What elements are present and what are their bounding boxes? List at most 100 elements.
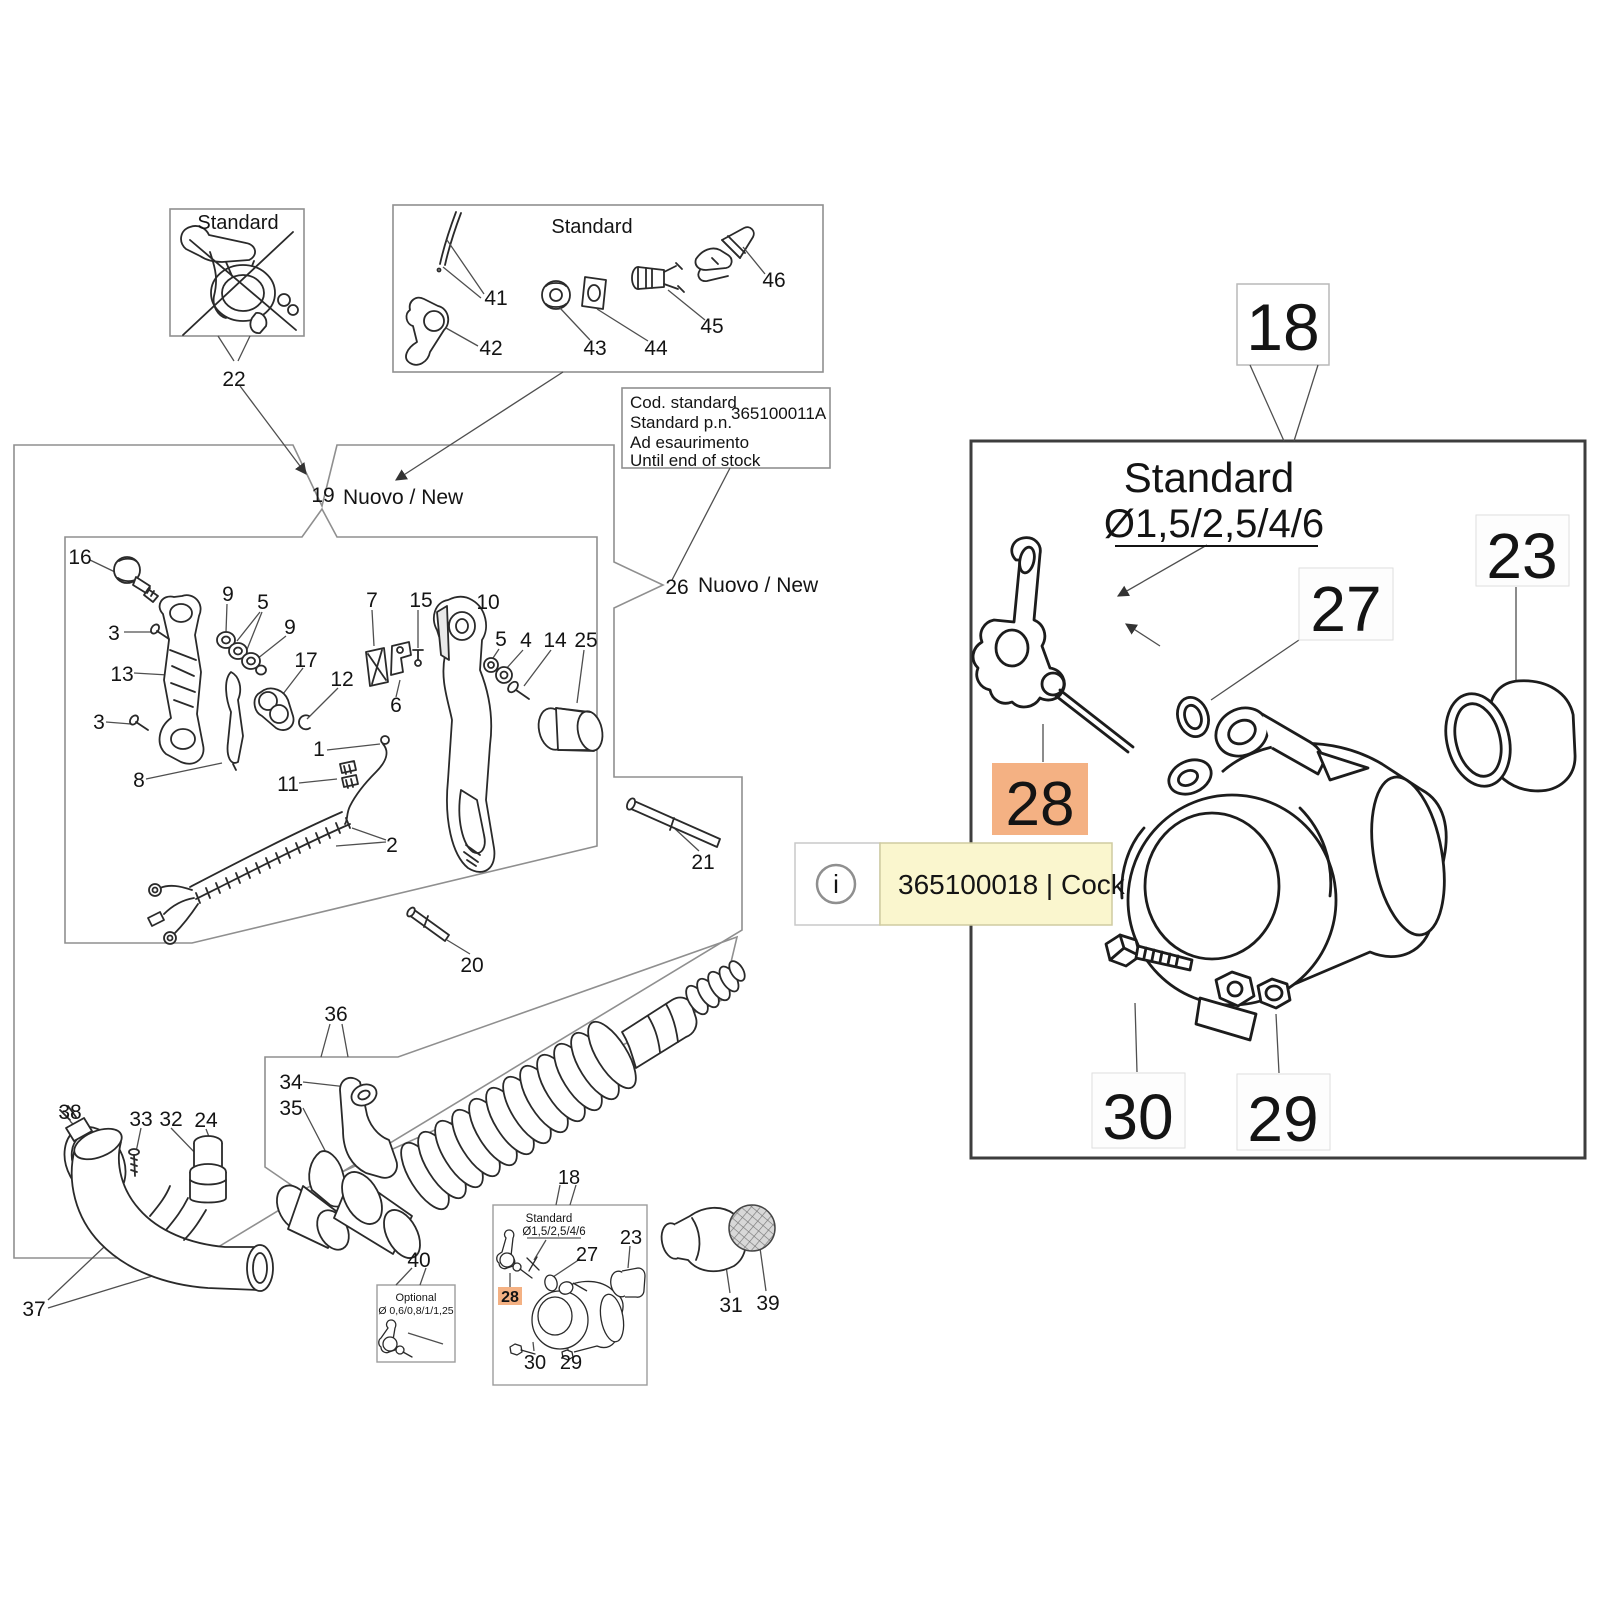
part-3b-drawing <box>129 714 149 731</box>
part-31-cone-drawing <box>660 1206 748 1273</box>
svg-text:16: 16 <box>68 546 91 569</box>
right-sizes: Ø1,5/2,5/4/6 <box>1104 502 1324 546</box>
code-note-box <box>621 387 831 469</box>
svg-text:Standard: Standard <box>526 1213 573 1225</box>
svg-text:30: 30 <box>524 1352 546 1374</box>
inner-parts-box <box>64 507 598 944</box>
cock-body-drawing <box>1120 679 1577 1042</box>
svg-text:12: 12 <box>330 668 353 691</box>
part-45-drawing <box>631 262 706 321</box>
svg-text:14: 14 <box>543 629 567 652</box>
svg-text:43: 43 <box>583 337 606 360</box>
svg-text:Ø1,5/2,5/4/6: Ø1,5/2,5/4/6 <box>522 1226 585 1238</box>
svg-text:30: 30 <box>1102 1081 1173 1153</box>
svg-text:41: 41 <box>484 287 507 310</box>
svg-text:Cod. standard: Cod. standard <box>630 393 737 412</box>
part-43-drawing <box>541 280 591 341</box>
part-44-drawing <box>581 276 649 342</box>
labels-small-box: 18 Standard Ø1,5/2,5/4/6 27 23 28 30 29 … <box>378 1167 642 1374</box>
mini-cock-drawing <box>496 1229 540 1279</box>
svg-text:32: 32 <box>159 1108 182 1131</box>
svg-text:7: 7 <box>366 589 378 612</box>
part-21-drawing <box>626 797 721 848</box>
info-icon[interactable]: i <box>815 863 857 905</box>
part-32-24-caps <box>189 1135 227 1204</box>
svg-text:8: 8 <box>133 769 145 792</box>
label-28: 28 <box>1006 770 1075 839</box>
part-15-drawing <box>412 649 424 667</box>
svg-text:21: 21 <box>691 851 714 874</box>
detail-box-large <box>969 439 1587 1160</box>
svg-text:42: 42 <box>479 337 502 360</box>
svg-text:Standard p.n.: Standard p.n. <box>630 413 732 432</box>
part-7-drawing <box>365 647 389 687</box>
tooltip-icon-panel <box>794 842 881 926</box>
svg-text:Ø 0,6/0,8/1/1,25: Ø 0,6/0,8/1/1,25 <box>378 1305 453 1317</box>
bolt-30-drawing <box>1104 933 1194 972</box>
svg-text:20: 20 <box>460 954 483 977</box>
elbow-assembly-drawing <box>59 1105 274 1292</box>
svg-text:33: 33 <box>129 1108 152 1131</box>
highlight-28[interactable] <box>992 763 1088 835</box>
svg-text:3: 3 <box>108 622 120 645</box>
svg-text:29: 29 <box>560 1352 582 1374</box>
label-26: 26 <box>665 576 688 599</box>
part-17-drawing <box>253 687 295 731</box>
svg-text:38: 38 <box>58 1101 81 1124</box>
svg-text:17: 17 <box>294 649 317 672</box>
mini-sleeve-drawing <box>610 1267 646 1298</box>
oring-27-drawing <box>1176 696 1210 738</box>
cock-28-drawing <box>971 536 1135 754</box>
part-34-bracket <box>339 1076 398 1179</box>
standard-box-22 <box>169 208 305 337</box>
part-22-drawing <box>180 225 299 336</box>
svg-text:365100011A: 365100011A <box>731 404 827 423</box>
part-39-mesh-drawing <box>728 1204 776 1252</box>
svg-text:9: 9 <box>222 583 234 606</box>
ref18-label-box <box>1236 283 1330 366</box>
part-16-drawing <box>113 556 159 603</box>
svg-text:i: i <box>833 869 839 899</box>
part-13-drawing <box>158 594 205 765</box>
label-19: 19 <box>311 484 334 507</box>
standard-box-top <box>392 204 824 373</box>
tooltip-text-panel <box>879 842 1113 926</box>
label-22: 22 <box>222 368 245 391</box>
svg-text:3: 3 <box>93 711 105 734</box>
right-standard-title: Standard <box>1124 454 1294 501</box>
svg-text:25: 25 <box>574 629 597 652</box>
part-1-wire-drawing <box>344 735 390 825</box>
part-36-corrugated-hose <box>400 960 746 1211</box>
standard-22-title: Standard <box>197 212 278 234</box>
tooltip: i 365100018 | Cock <box>794 842 1126 926</box>
svg-text:23: 23 <box>620 1227 642 1249</box>
part-35-clamp <box>276 1150 350 1251</box>
small-label-28[interactable]: 28 <box>501 1289 519 1306</box>
svg-text:6: 6 <box>390 694 402 717</box>
svg-text:24: 24 <box>194 1109 218 1132</box>
svg-text:10: 10 <box>476 591 499 614</box>
standard-top-title: Standard <box>551 216 632 238</box>
svg-text:Optional: Optional <box>396 1292 437 1304</box>
svg-text:36: 36 <box>324 1003 347 1026</box>
svg-text:31: 31 <box>719 1294 742 1317</box>
part-3a-drawing <box>150 623 170 640</box>
part-33-screw <box>128 1148 140 1177</box>
svg-text:34: 34 <box>279 1071 303 1094</box>
labels-left: Standard 22 Standard 41 42 43 44 45 46 C… <box>22 212 827 1321</box>
svg-text:15: 15 <box>409 589 432 612</box>
part-2-cable-drawing <box>147 811 351 945</box>
part-11-clips-drawing <box>339 760 359 789</box>
part-20-drawing <box>406 906 450 942</box>
svg-text:35: 35 <box>279 1097 302 1120</box>
part-9-5-9-washers <box>216 631 267 676</box>
label-19-text: Nuovo / New <box>343 486 464 509</box>
svg-text:13: 13 <box>110 663 133 686</box>
svg-text:Ad esaurimento: Ad esaurimento <box>630 433 749 452</box>
small-box-ref: 18 <box>558 1167 580 1189</box>
optional-box <box>376 1284 456 1363</box>
hose-assembly-drawing <box>276 960 746 1259</box>
svg-text:5: 5 <box>495 628 507 651</box>
part-5-4-14-drawing <box>483 657 530 700</box>
